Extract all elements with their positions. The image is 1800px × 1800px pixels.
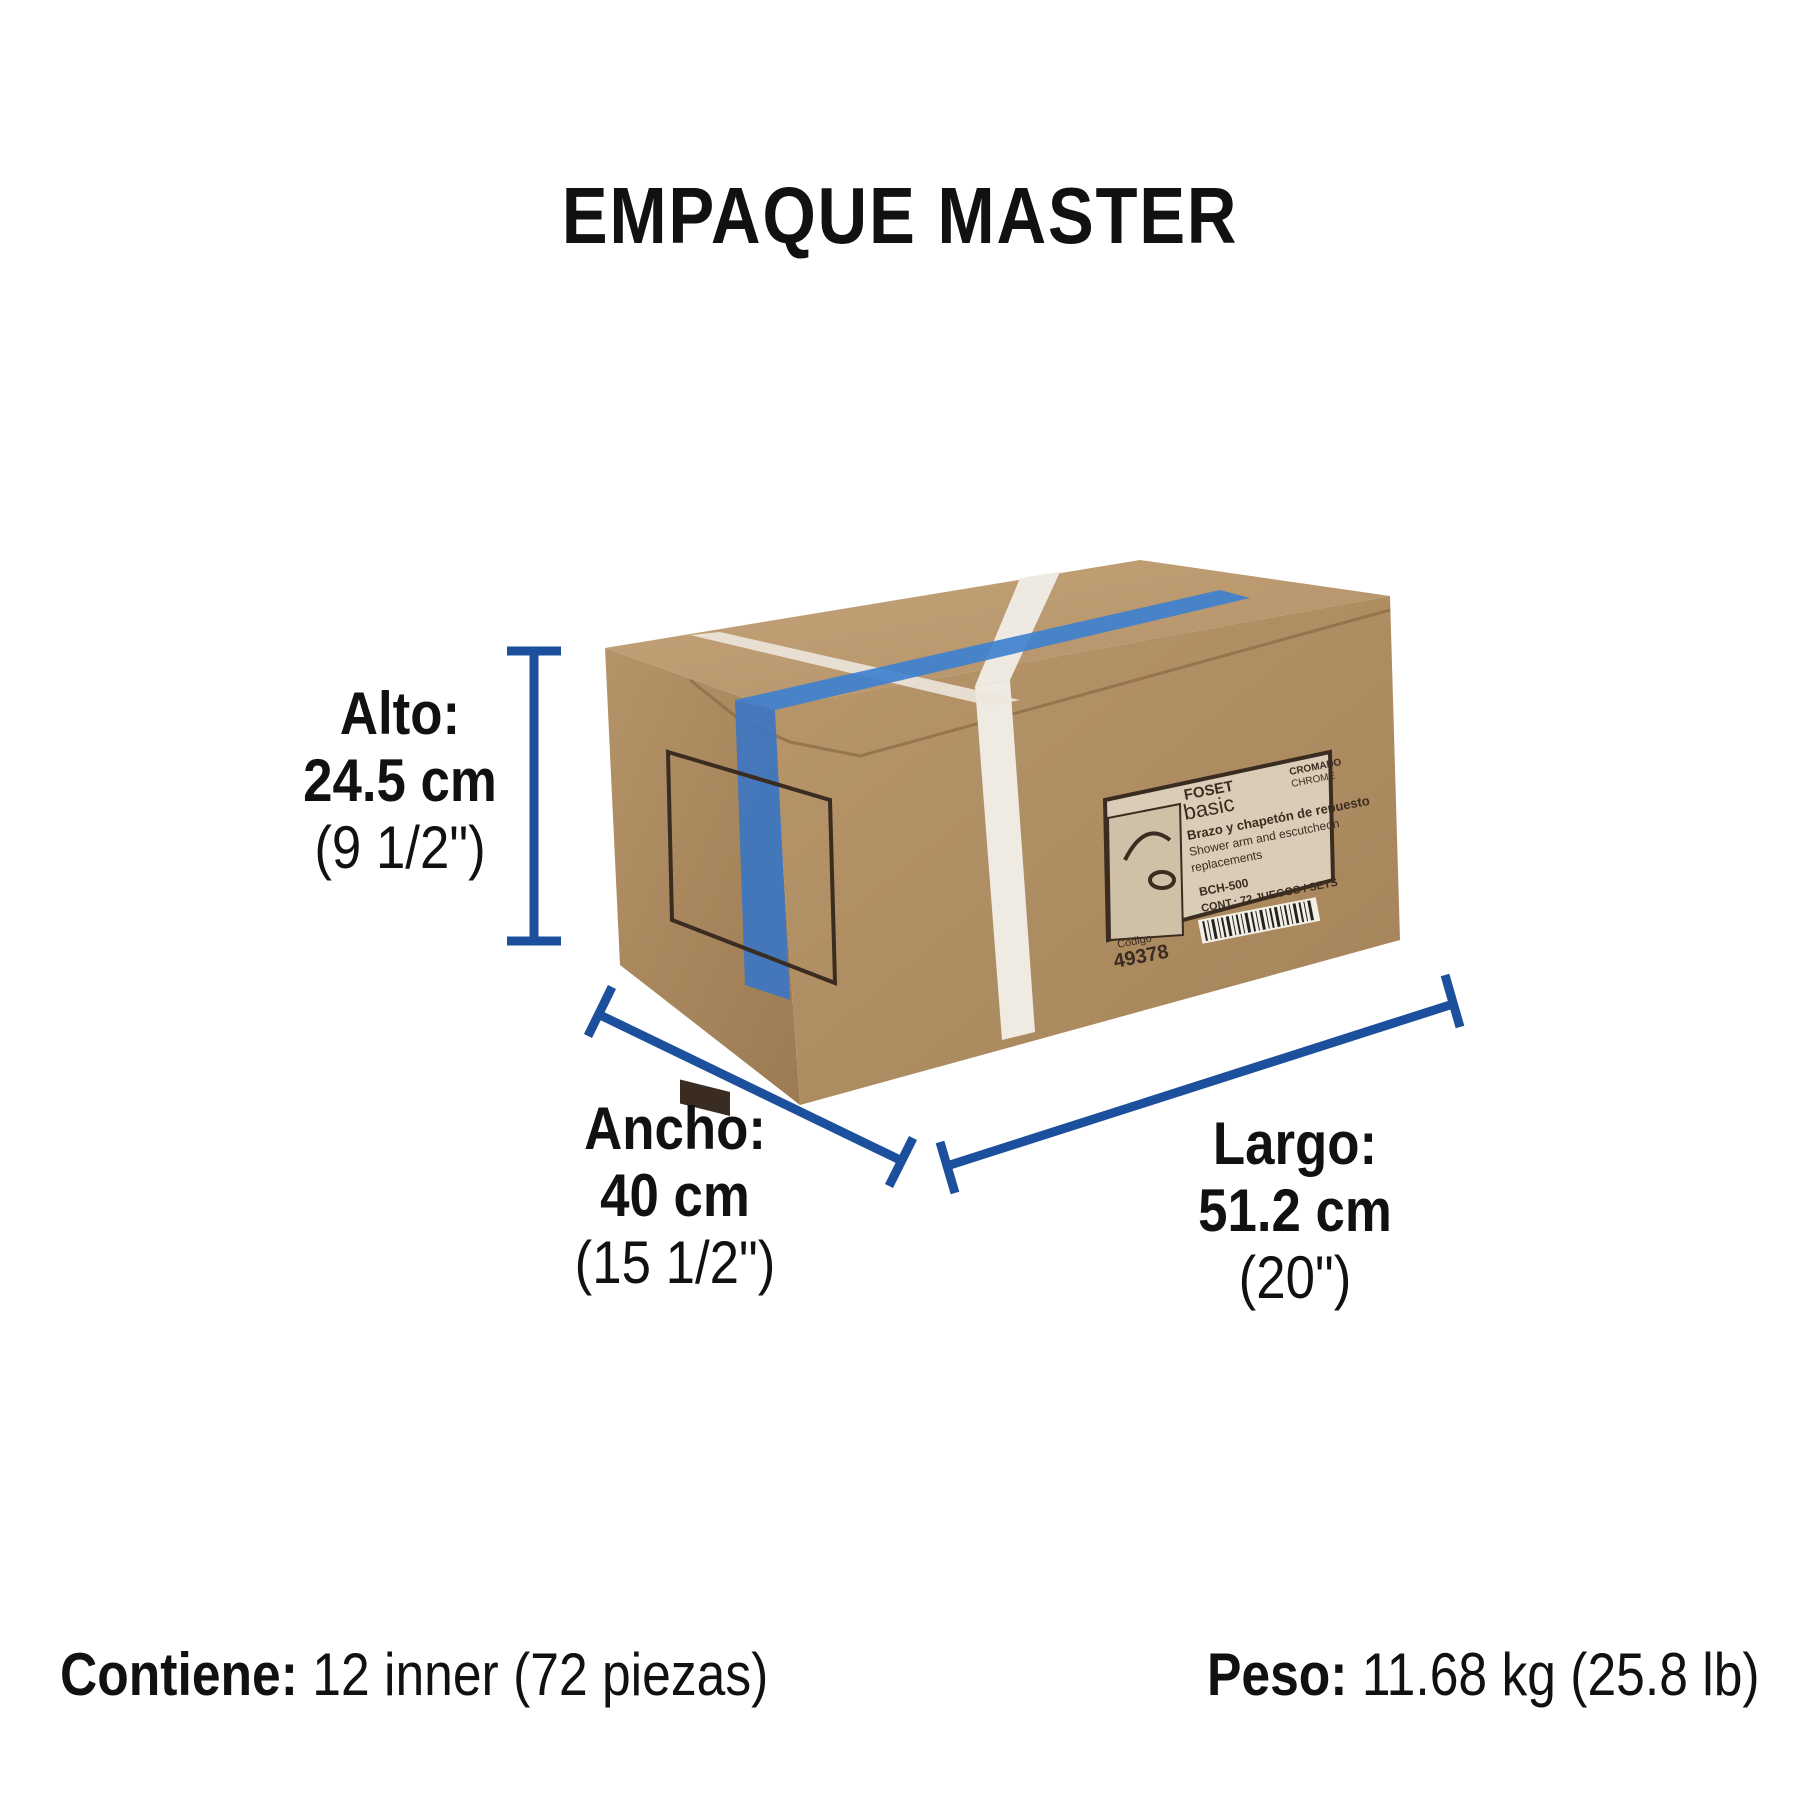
contiene-label: Contiene:: [60, 1641, 298, 1708]
peso-label: Peso:: [1207, 1641, 1348, 1708]
ancho-inches: (15 1/2"): [574, 1229, 776, 1297]
alto-inches: (9 1/2"): [314, 814, 486, 882]
shower-arm-icon: [1123, 831, 1177, 890]
contiene-value: 12 inner (72 piezas): [297, 1641, 769, 1708]
alto-label: Alto:: [339, 680, 461, 747]
dimension-ancho: Ancho: 40 cm (15 1/2"): [530, 1095, 820, 1297]
barcode: [1197, 897, 1321, 944]
length-dimension-line: [935, 973, 1465, 1195]
box-front-face: [772, 596, 1400, 1105]
dimension-largo: Largo: 51.2 cm (20"): [1150, 1110, 1440, 1312]
footer-weight: Peso: 11.68 kg (25.8 lb): [1207, 1640, 1760, 1709]
dimension-alto: Alto: 24.5 cm (9 1/2"): [268, 680, 532, 882]
front-box-label: FOSET basic Brazo y chapetón de repuesto…: [1102, 749, 1371, 973]
page-title: EMPAQUE MASTER: [561, 171, 1239, 260]
box-flap-seam: [689, 608, 1391, 758]
ancho-value: 40 cm: [600, 1162, 750, 1230]
height-dimension-line: [507, 646, 561, 946]
alto-value: 24.5 cm: [303, 747, 497, 815]
largo-inches: (20"): [1238, 1244, 1352, 1312]
white-strap-front: [975, 680, 1035, 1040]
footer-contents: Contiene: 12 inner (72 piezas): [60, 1640, 768, 1709]
peso-value: 11.68 kg (25.8 lb): [1347, 1641, 1760, 1708]
largo-value: 51.2 cm: [1198, 1177, 1392, 1245]
white-strap-left: [690, 632, 1020, 706]
width-dimension-line: [583, 985, 918, 1189]
largo-label: Largo:: [1212, 1110, 1378, 1177]
left-box-label: [665, 749, 838, 1117]
blue-tape-top: [735, 590, 1250, 710]
ancho-label: Ancho:: [584, 1095, 766, 1162]
